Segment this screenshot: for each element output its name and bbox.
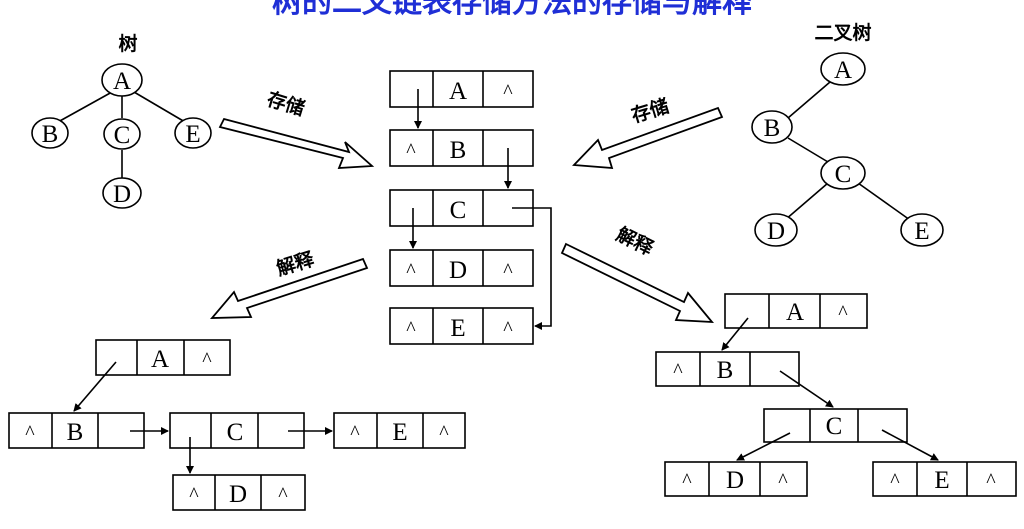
tree-node-a-label: A bbox=[113, 68, 131, 95]
bintree-node-c bbox=[820, 156, 866, 190]
interp-bintree-structure: A ^ ^ B C ^ D ^ bbox=[655, 293, 1017, 497]
binary-tree-label: 二叉树 bbox=[814, 21, 871, 44]
tree-node-b bbox=[31, 117, 69, 149]
interp-bintree-ptr-c-e bbox=[881, 429, 939, 461]
bintree-node-a bbox=[820, 52, 866, 86]
storage-table: A ^ ^ B C ^ D ^ bbox=[389, 70, 552, 345]
interp-bintree-ptr-a-b bbox=[721, 317, 749, 351]
bintree-node-a-label: A bbox=[834, 57, 852, 84]
storage-row-c: C bbox=[389, 189, 534, 227]
interp-bintree-node-a: A ^ bbox=[724, 293, 868, 329]
interp-tree-structure: A ^ ^ B C ^ E ^ bbox=[8, 339, 466, 511]
interp-tree-node-b: ^ B bbox=[8, 412, 145, 449]
interp-tree-ptr-a-b bbox=[73, 361, 117, 412]
interp-right-label: 解释 bbox=[613, 222, 658, 260]
svg-text:B: B bbox=[67, 419, 84, 446]
svg-text:^: ^ bbox=[986, 470, 996, 492]
svg-text:^: ^ bbox=[890, 470, 900, 492]
tree-edge-a-b bbox=[57, 91, 113, 123]
tree-node-d bbox=[102, 177, 142, 209]
bintree-edge-b-c bbox=[787, 137, 829, 163]
bintree-edge-a-b bbox=[787, 81, 831, 119]
bintree-node-b bbox=[751, 110, 793, 144]
interp-tree-node-a: A ^ bbox=[95, 339, 231, 376]
tree-node-e bbox=[174, 117, 212, 149]
svg-text:^: ^ bbox=[406, 318, 416, 340]
store-right-label: 存储 bbox=[629, 94, 672, 127]
svg-text:^: ^ bbox=[838, 302, 848, 324]
header-title: 树的二叉链表存储方法的存储与解释 bbox=[272, 0, 753, 20]
interp-bintree-node-c: C bbox=[763, 408, 908, 443]
tree-node-c-label: C bbox=[114, 122, 131, 149]
svg-text:^: ^ bbox=[25, 422, 35, 444]
storage-row-d: ^ D ^ bbox=[389, 249, 534, 287]
interp-bintree-node-d: ^ D ^ bbox=[664, 461, 808, 497]
storage-row-a: A ^ bbox=[389, 70, 534, 108]
tree-figure: 树 A B C E D bbox=[31, 32, 212, 209]
svg-text:C: C bbox=[227, 419, 244, 446]
storage-row-b: ^ B bbox=[389, 129, 534, 167]
svg-text:C: C bbox=[826, 413, 843, 440]
svg-text:^: ^ bbox=[439, 422, 449, 444]
svg-text:E: E bbox=[450, 315, 465, 342]
bintree-node-b-label: B bbox=[764, 115, 781, 142]
tree-node-e-label: E bbox=[185, 121, 200, 148]
svg-text:B: B bbox=[717, 357, 734, 384]
svg-text:^: ^ bbox=[503, 81, 513, 103]
svg-text:A: A bbox=[151, 346, 169, 373]
arrow-interp-left: 解释 bbox=[210, 247, 369, 319]
svg-text:A: A bbox=[449, 78, 467, 105]
store-left-label: 存储 bbox=[264, 87, 307, 120]
svg-text:^: ^ bbox=[350, 422, 360, 444]
svg-text:^: ^ bbox=[189, 484, 199, 506]
interp-bintree-ptr-b-c bbox=[779, 370, 834, 408]
svg-text:^: ^ bbox=[406, 140, 416, 162]
bintree-node-e-label: E bbox=[914, 218, 929, 245]
svg-text:B: B bbox=[450, 137, 467, 164]
storage-row-e: ^ E ^ bbox=[389, 307, 534, 345]
interp-tree-node-d: ^ D ^ bbox=[172, 474, 306, 511]
bintree-node-d bbox=[754, 213, 798, 247]
bintree-edge-c-d bbox=[784, 182, 829, 221]
svg-text:^: ^ bbox=[682, 470, 692, 492]
interp-bintree-ptr-c-d bbox=[736, 432, 791, 461]
tree-node-a bbox=[101, 63, 143, 97]
svg-text:^: ^ bbox=[406, 260, 416, 282]
tree-node-c bbox=[103, 118, 141, 150]
storage-ptr-c-e bbox=[512, 207, 552, 330]
tree-edge-a-e bbox=[133, 91, 186, 123]
svg-text:^: ^ bbox=[503, 318, 513, 340]
bintree-node-e bbox=[900, 213, 944, 247]
svg-text:E: E bbox=[934, 467, 949, 494]
svg-text:^: ^ bbox=[673, 360, 683, 382]
arrow-interp-right: 解释 bbox=[560, 222, 715, 324]
svg-text:^: ^ bbox=[503, 260, 513, 282]
bintree-node-c-label: C bbox=[835, 161, 852, 188]
bintree-node-d-label: D bbox=[767, 218, 785, 245]
svg-text:^: ^ bbox=[202, 349, 212, 371]
svg-text:D: D bbox=[449, 257, 467, 284]
svg-text:C: C bbox=[450, 197, 467, 224]
tree-label: 树 bbox=[118, 32, 137, 55]
arrow-store-left: 存储 bbox=[218, 87, 375, 169]
svg-text:D: D bbox=[726, 467, 744, 494]
svg-text:A: A bbox=[786, 299, 804, 326]
svg-text:^: ^ bbox=[778, 470, 788, 492]
svg-text:^: ^ bbox=[278, 484, 288, 506]
svg-text:D: D bbox=[229, 481, 247, 508]
svg-text:E: E bbox=[392, 419, 407, 446]
bintree-edge-c-e bbox=[857, 182, 911, 221]
interp-tree-node-c: C bbox=[169, 412, 305, 449]
tree-node-b-label: B bbox=[42, 121, 59, 148]
interp-bintree-node-e: ^ E ^ bbox=[872, 461, 1017, 497]
interp-left-label: 解释 bbox=[274, 247, 318, 280]
interp-bintree-node-b: ^ B bbox=[655, 351, 800, 387]
arrow-store-right: 存储 bbox=[572, 94, 724, 170]
binary-tree-figure: 二叉树 A B C D E bbox=[751, 21, 944, 247]
interp-tree-node-e: ^ E ^ bbox=[333, 412, 466, 449]
tree-node-d-label: D bbox=[113, 181, 131, 208]
